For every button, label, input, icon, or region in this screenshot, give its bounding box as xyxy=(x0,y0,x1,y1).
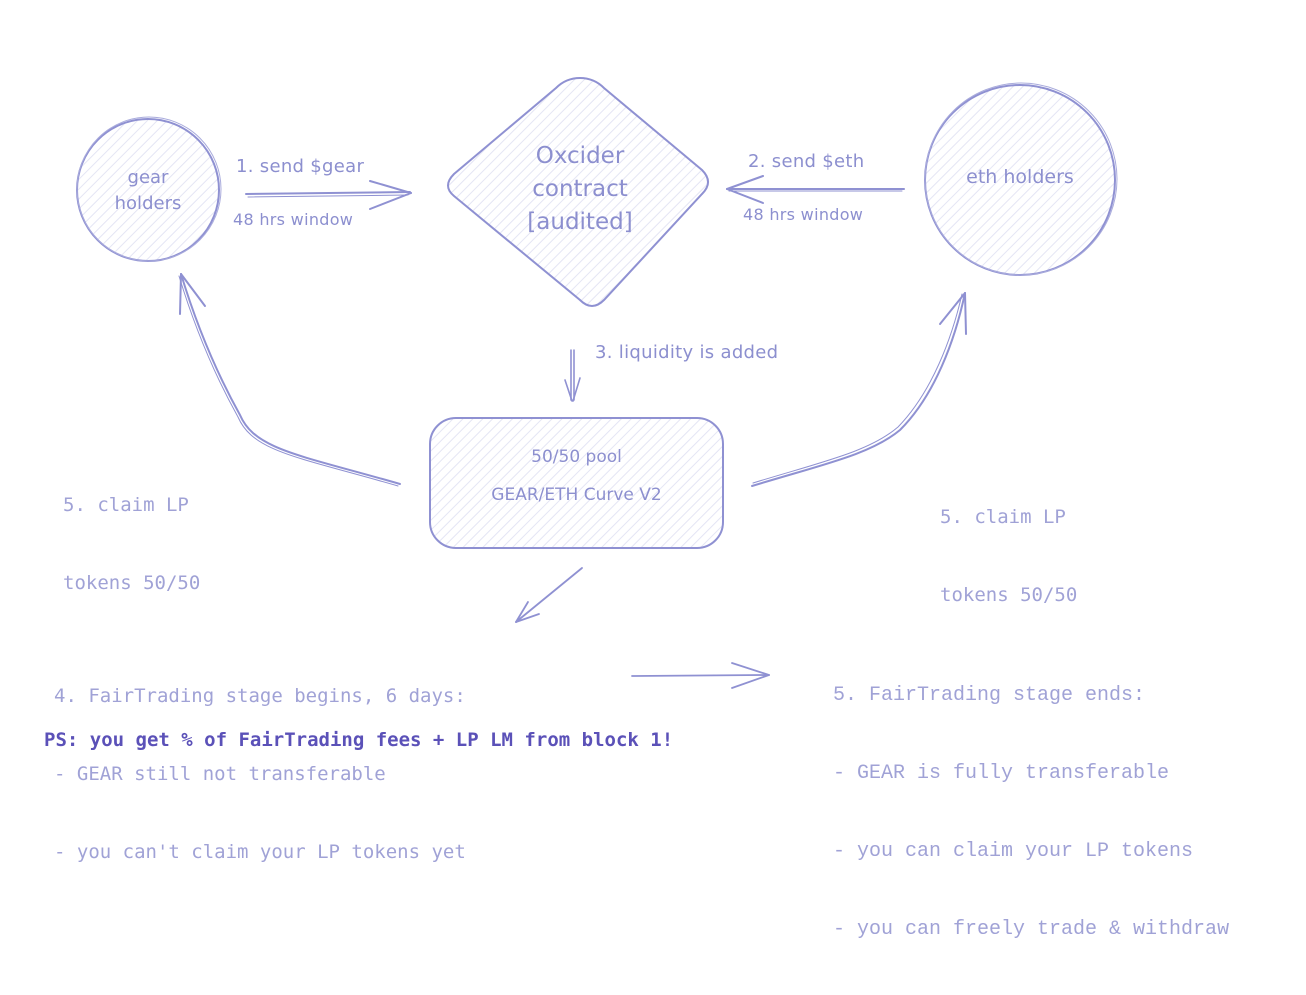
diagram-canvas: gear holders Oxcider contract [audited] … xyxy=(44,76,1229,941)
contract-line-2: contract xyxy=(532,176,628,202)
claim-left-line-2: tokens 50/50 xyxy=(63,572,201,594)
claim-left-arrow xyxy=(178,273,401,487)
stage-end-text: 5. FairTrading stage ends: - GEAR is ful… xyxy=(833,631,1229,995)
contract-line-1: Oxcider xyxy=(535,143,625,169)
pool-label: 50/50 pool GEAR/ETH Curve V2 xyxy=(440,444,713,508)
send-eth-arrow xyxy=(726,175,905,204)
send-gear-sublabel: 48 hrs window xyxy=(233,210,354,229)
gear-holders-label: gear holders xyxy=(88,165,208,217)
stage-begin-line-1: 4. FairTrading stage begins, 6 days: xyxy=(54,685,466,707)
claim-right-line-2: tokens 50/50 xyxy=(940,584,1078,606)
eth-holders-node xyxy=(924,82,1118,276)
gear-holders-line-1: gear xyxy=(127,167,169,188)
send-gear-label: 1. send $gear xyxy=(236,156,365,177)
send-gear-arrow xyxy=(245,180,412,210)
stage-begin-text: 4. FairTrading stage begins, 6 days: - G… xyxy=(54,631,466,917)
stage-end-line-1: 5. FairTrading stage ends: xyxy=(833,684,1146,707)
claim-right-label: 5. claim LP tokens 50/50 xyxy=(940,452,1077,660)
pool-line-2: GEAR/ETH Curve V2 xyxy=(491,485,662,505)
stage-begin-line-3: - you can't claim your LP tokens yet xyxy=(54,841,466,863)
send-eth-sublabel: 48 hrs window xyxy=(743,205,864,224)
stage-end-line-3: - you can claim your LP tokens xyxy=(833,840,1194,863)
stage-end-line-4: - you can freely trade & withdraw xyxy=(833,918,1230,941)
pool-line-1: 50/50 pool xyxy=(531,447,622,467)
claim-right-arrow xyxy=(751,292,967,487)
stage-begin-line-2: - GEAR still not transferable xyxy=(54,763,386,785)
contract-line-3: [audited] xyxy=(527,209,633,235)
liquidity-label: 3. liquidity is added xyxy=(595,342,779,363)
contract-label: Oxcider contract [audited] xyxy=(505,140,655,239)
claim-right-line-1: 5. claim LP xyxy=(940,506,1066,528)
stage-end-line-2: - GEAR is fully transferable xyxy=(833,762,1170,785)
contract-node xyxy=(447,76,709,307)
diagram-shapes xyxy=(76,76,1118,689)
pool-node xyxy=(429,417,724,549)
claim-left-label: 5. claim LP tokens 50/50 xyxy=(63,440,200,648)
gear-holders-node xyxy=(76,116,222,262)
gear-holders-line-2: holders xyxy=(114,193,182,214)
claim-left-line-1: 5. claim LP xyxy=(63,494,189,516)
eth-holders-label: eth holders xyxy=(966,166,1074,188)
liquidity-arrow xyxy=(564,349,581,402)
send-eth-label: 2. send $eth xyxy=(748,151,865,172)
stage-begin-arrow xyxy=(515,567,583,623)
stage-transition-arrow xyxy=(631,662,770,689)
ps-note: PS: you get % of FairTrading fees + LP L… xyxy=(44,729,674,751)
